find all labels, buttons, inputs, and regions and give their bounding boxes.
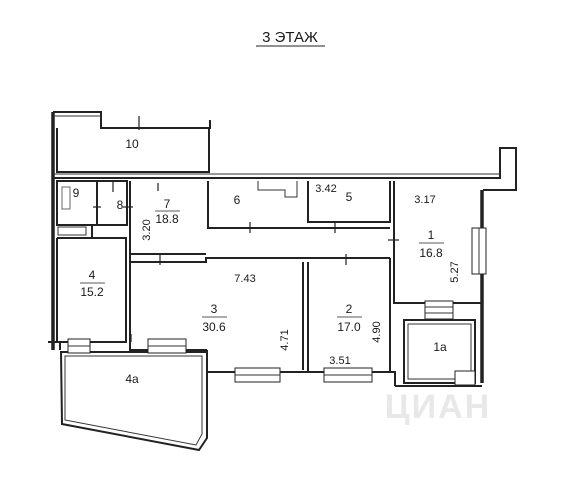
room-9-number: 9 — [73, 186, 80, 200]
room-3-number: 3 — [211, 302, 218, 316]
room-1a-number: 1а — [433, 340, 447, 354]
dim-3-42: 3.42 — [315, 183, 336, 195]
dim-5-27: 5.27 — [449, 261, 461, 282]
wall-markers — [93, 116, 399, 342]
dim-7-43: 7.43 — [234, 273, 255, 285]
floor-title: 3 ЭТАЖ — [262, 29, 318, 46]
room-7-area: 18.8 — [155, 212, 179, 226]
room-7-number: 7 — [164, 197, 171, 211]
dim-3-17: 3.17 — [414, 194, 435, 206]
room-5-number: 5 — [346, 190, 353, 204]
dim-4-90: 4.90 — [371, 321, 383, 342]
room-6-number: 6 — [234, 193, 241, 207]
room-2-area: 17.0 — [337, 320, 361, 334]
dimension-labels: 3.42 3.17 3.20 7.43 5.27 4.71 4.90 3.51 — [141, 183, 461, 367]
room-10-number: 10 — [125, 137, 139, 151]
dim-3-20: 3.20 — [141, 219, 153, 240]
room-2-number: 2 — [346, 302, 353, 316]
watermark-text: ЦИАН — [385, 388, 491, 426]
dim-4-71: 4.71 — [279, 329, 291, 350]
interior-walls — [56, 180, 481, 384]
room-1-area: 16.8 — [419, 246, 443, 260]
room-4a-number: 4а — [125, 372, 139, 386]
room-4-area: 15.2 — [80, 285, 104, 299]
dim-3-51: 3.51 — [329, 355, 350, 367]
room-3-area: 30.6 — [202, 320, 226, 334]
room-1-number: 1 — [428, 228, 435, 242]
room-4-number: 4 — [89, 268, 96, 282]
room-labels: 10 9 8 7 18.8 6 5 4 15.2 3 30.6 2 17.0 1… — [73, 137, 447, 386]
room-8-number: 8 — [117, 198, 124, 212]
windows — [67, 227, 487, 386]
